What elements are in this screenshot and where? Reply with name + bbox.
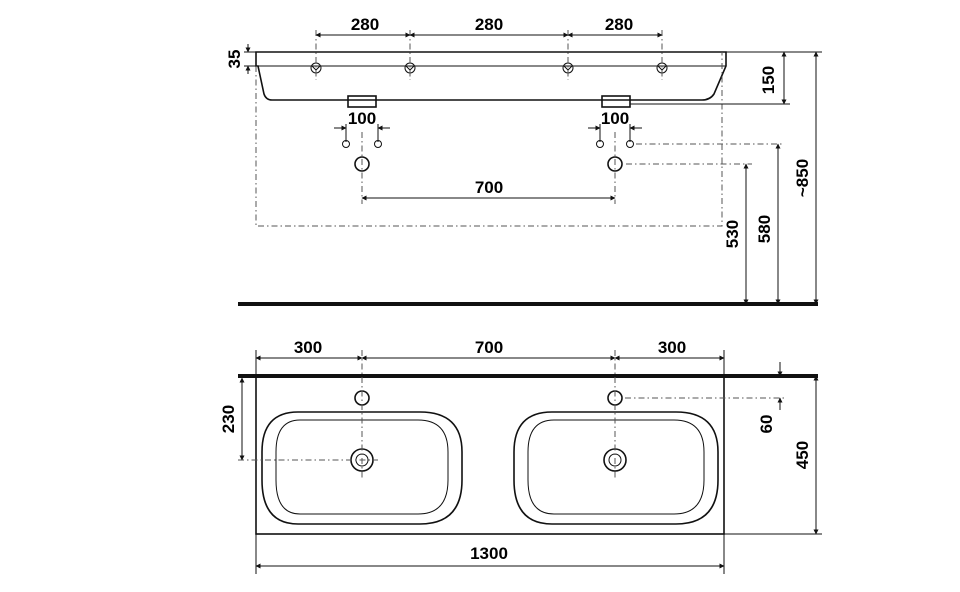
dim-waste-spacing-left: 100: [348, 109, 376, 128]
tap-hole-markers: [310, 62, 668, 74]
dim-tap-spacing-middle: 280: [475, 15, 503, 34]
dim-height-530: 530: [723, 220, 742, 248]
dim-total-width: 1300: [470, 544, 508, 563]
dim-drain-from-front: 230: [219, 405, 238, 433]
bowl-right: [513, 411, 719, 525]
dim-tap-spacing-left: 280: [351, 15, 379, 34]
dim-tap-spacing-right: 280: [605, 15, 633, 34]
side-view: 280 280 280 35 150 ~850 100 100: [225, 15, 822, 306]
dim-waste-spacing-right: 100: [601, 109, 629, 128]
waste-outlet-left: [347, 95, 377, 108]
cabinet-outline-dashed: [255, 52, 723, 227]
dim-tap-from-back: 60: [757, 415, 776, 434]
dim-left-offset: 300: [294, 338, 322, 357]
bowl-left: [261, 411, 463, 525]
dim-waste-centers: 700: [475, 178, 503, 197]
dim-total-height: ~850: [793, 159, 812, 197]
dim-depth: 450: [793, 441, 812, 469]
dim-height-580: 580: [755, 215, 774, 243]
dim-basin-depth: 150: [759, 66, 778, 94]
waste-outlet-right: [601, 95, 631, 108]
dim-rim-thickness: 35: [225, 50, 244, 69]
basin-top-outline: [255, 375, 725, 535]
dim-center-distance: 700: [475, 338, 503, 357]
top-view: 300 700 300 230 60 450 1300: [219, 338, 822, 574]
dim-right-offset: 300: [658, 338, 686, 357]
basin-side-outline: [255, 51, 727, 101]
connector-symbols: [342, 140, 634, 172]
